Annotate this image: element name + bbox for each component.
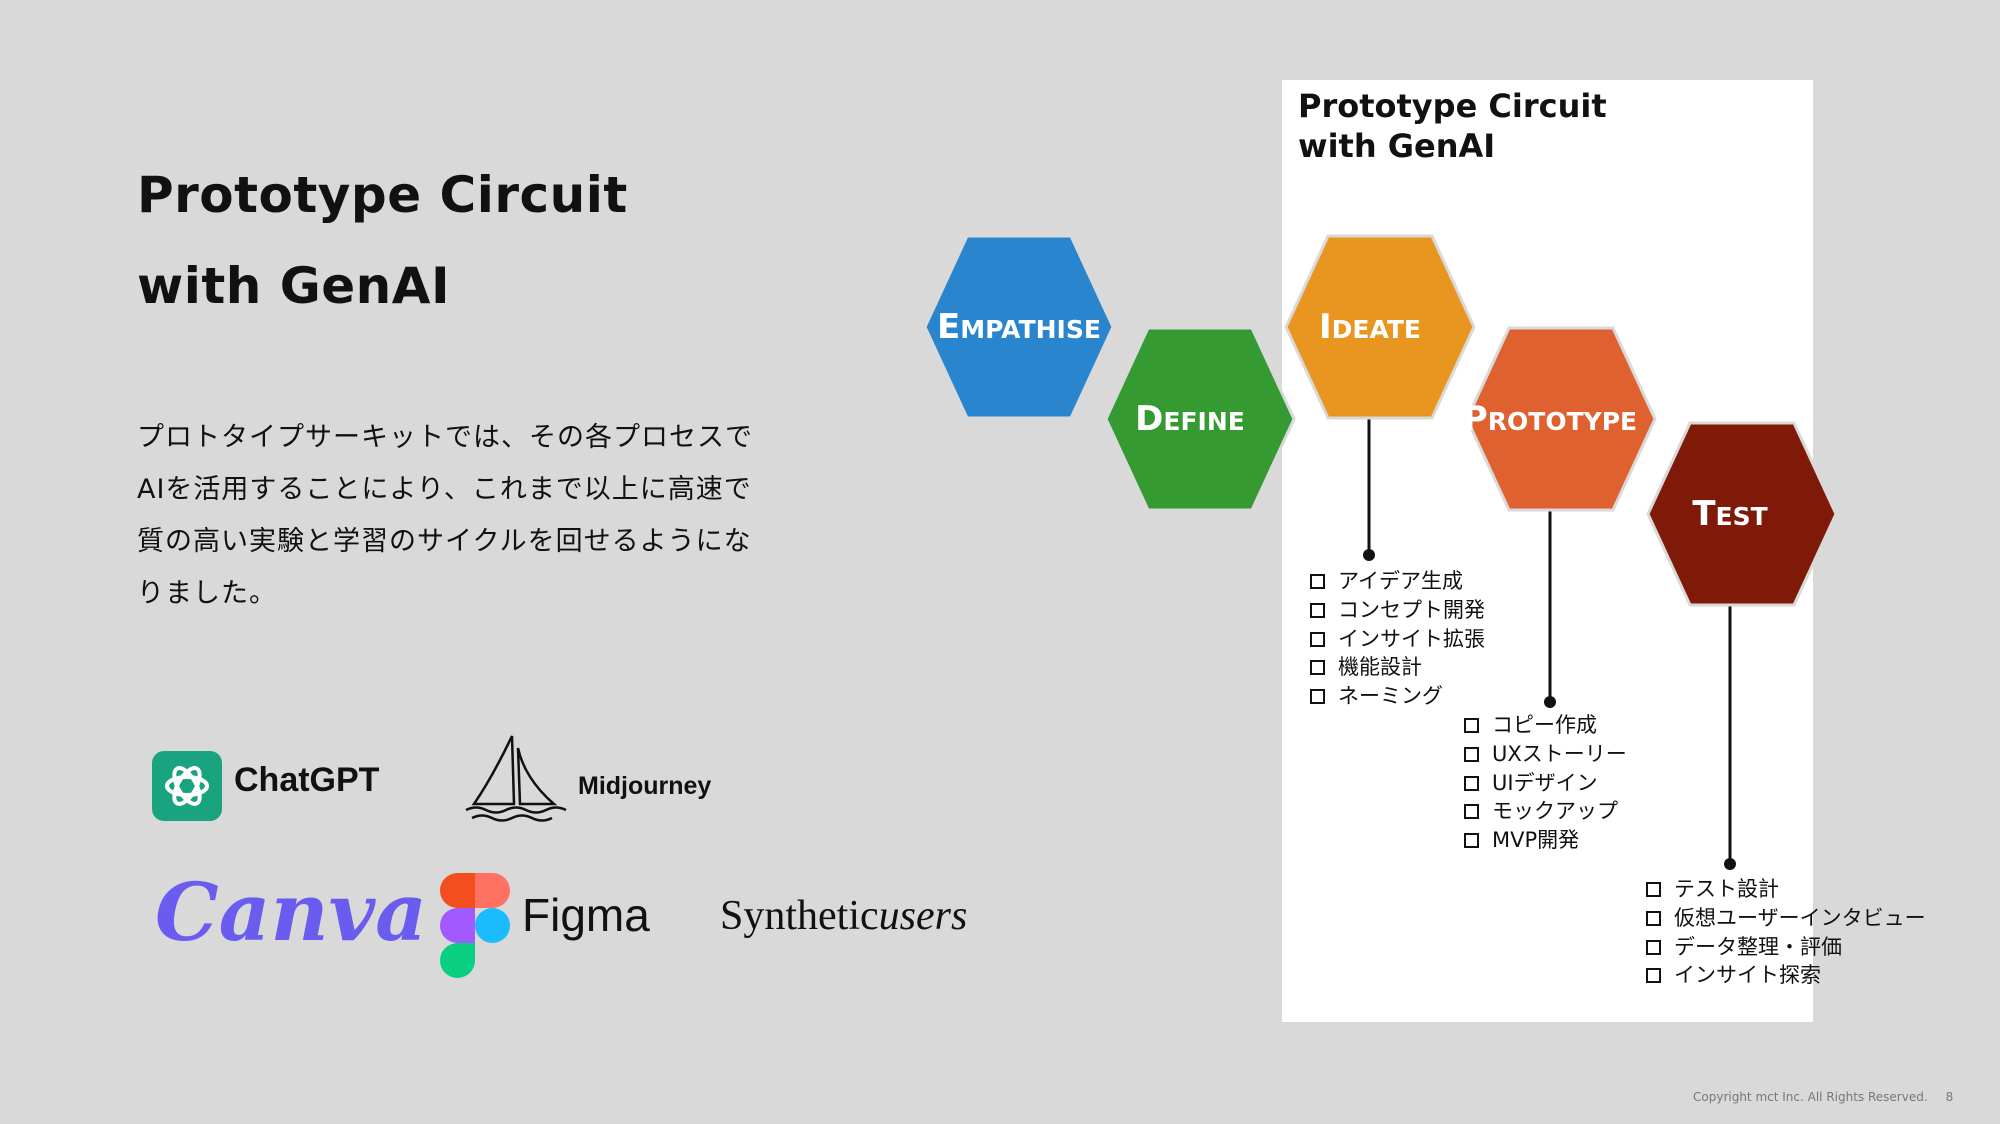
stage-test-hexagon — [1646, 421, 1838, 607]
description-line-3: 質の高い実験と学習のサイクルを回せるようにな — [137, 526, 752, 557]
chatgpt-logo-icon — [152, 751, 222, 821]
ideate-task-item: アイデア生成 — [1310, 567, 1485, 596]
synthetic-users-logo: Syntheticusers — [720, 892, 967, 940]
description-line-2: AIを活用することにより、これまで以上に高速で — [137, 474, 752, 505]
stage-ideate: IDEATE — [1284, 234, 1476, 420]
ideate-task-list: アイデア生成 コンセプト開発 インサイト拡張 機能設計 ネーミング — [1310, 567, 1485, 711]
midjourney-logo-icon — [464, 732, 574, 826]
stage-empathise: EMPATHISE — [923, 234, 1115, 420]
stage-define-hexagon — [1104, 326, 1296, 512]
panel-title: Prototype Circuit with GenAI — [1298, 86, 1607, 166]
copyright-text: Copyright mct Inc. All Rights Reserved. — [1693, 1090, 1928, 1104]
ideate-task-item: 機能設計 — [1310, 653, 1485, 682]
synthetic-users-logo-script: users — [878, 893, 968, 939]
chatgpt-logo-text: ChatGPT — [234, 761, 380, 799]
stage-define: DEFINE — [1104, 326, 1296, 512]
footer: Copyright mct Inc. All Rights Reserved. 8 — [1693, 1090, 1953, 1104]
slide-title-line-2: with GenAI — [137, 257, 451, 315]
stage-test: TEST — [1646, 421, 1838, 607]
connector-test — [1724, 574, 1736, 870]
stage-ideate-hexagon — [1284, 234, 1476, 420]
test-task-item: データ整理・評価 — [1646, 933, 1926, 962]
prototype-task-item: モックアップ — [1464, 797, 1627, 826]
ideate-task-item: ネーミング — [1310, 682, 1485, 711]
figma-logo-icon — [440, 873, 510, 982]
stage-test-label: TEST — [1692, 494, 1767, 534]
stage-prototype: PROTOTYPE — [1463, 326, 1657, 512]
stage-prototype-hexagon — [1465, 326, 1657, 512]
test-task-item: 仮想ユーザーインタビュー — [1646, 904, 1926, 933]
prototype-task-item: コピー作成 — [1464, 711, 1627, 740]
description-text: プロトタイプサーキットでは、その各プロセスで AIを活用することにより、これまで… — [137, 412, 797, 620]
stage-empathise-hexagon — [923, 234, 1115, 420]
description-line-4: りました。 — [137, 578, 277, 609]
test-task-item: テスト設計 — [1646, 875, 1926, 904]
description-line-1: プロトタイプサーキットでは、その各プロセスで — [137, 422, 753, 453]
panel-title-line-1: Prototype Circuit — [1298, 87, 1607, 125]
stage-empathise-label: EMPATHISE — [937, 307, 1101, 347]
prototype-task-item: UXストーリー — [1464, 740, 1627, 769]
connector-prototype — [1544, 478, 1556, 708]
ideate-task-item: インサイト拡張 — [1310, 625, 1485, 654]
stage-prototype-label: PROTOTYPE — [1463, 399, 1637, 439]
prototype-task-list: コピー作成 UXストーリー UIデザイン モックアップ MVP開発 — [1464, 711, 1627, 855]
canva-logo-text: Canva — [155, 865, 427, 959]
test-task-item: インサイト探索 — [1646, 961, 1926, 990]
slide-title-line-1: Prototype Circuit — [137, 166, 628, 224]
ideate-task-item: コンセプト開発 — [1310, 596, 1485, 625]
stage-ideate-label: IDEATE — [1319, 307, 1421, 347]
prototype-task-item: UIデザイン — [1464, 769, 1627, 798]
page-number: 8 — [1945, 1090, 1954, 1104]
test-task-list: テスト設計 仮想ユーザーインタビュー データ整理・評価 インサイト探索 — [1646, 875, 1926, 990]
stage-define-label: DEFINE — [1135, 399, 1245, 439]
panel-title-line-2: with GenAI — [1298, 127, 1496, 165]
slide-title: Prototype Circuit with GenAI — [137, 150, 628, 332]
midjourney-logo-text: Midjourney — [578, 772, 712, 800]
figma-logo-text: Figma — [522, 889, 650, 941]
prototype-task-item: MVP開発 — [1464, 826, 1627, 855]
synthetic-users-logo-main: Synthetic — [720, 893, 879, 939]
